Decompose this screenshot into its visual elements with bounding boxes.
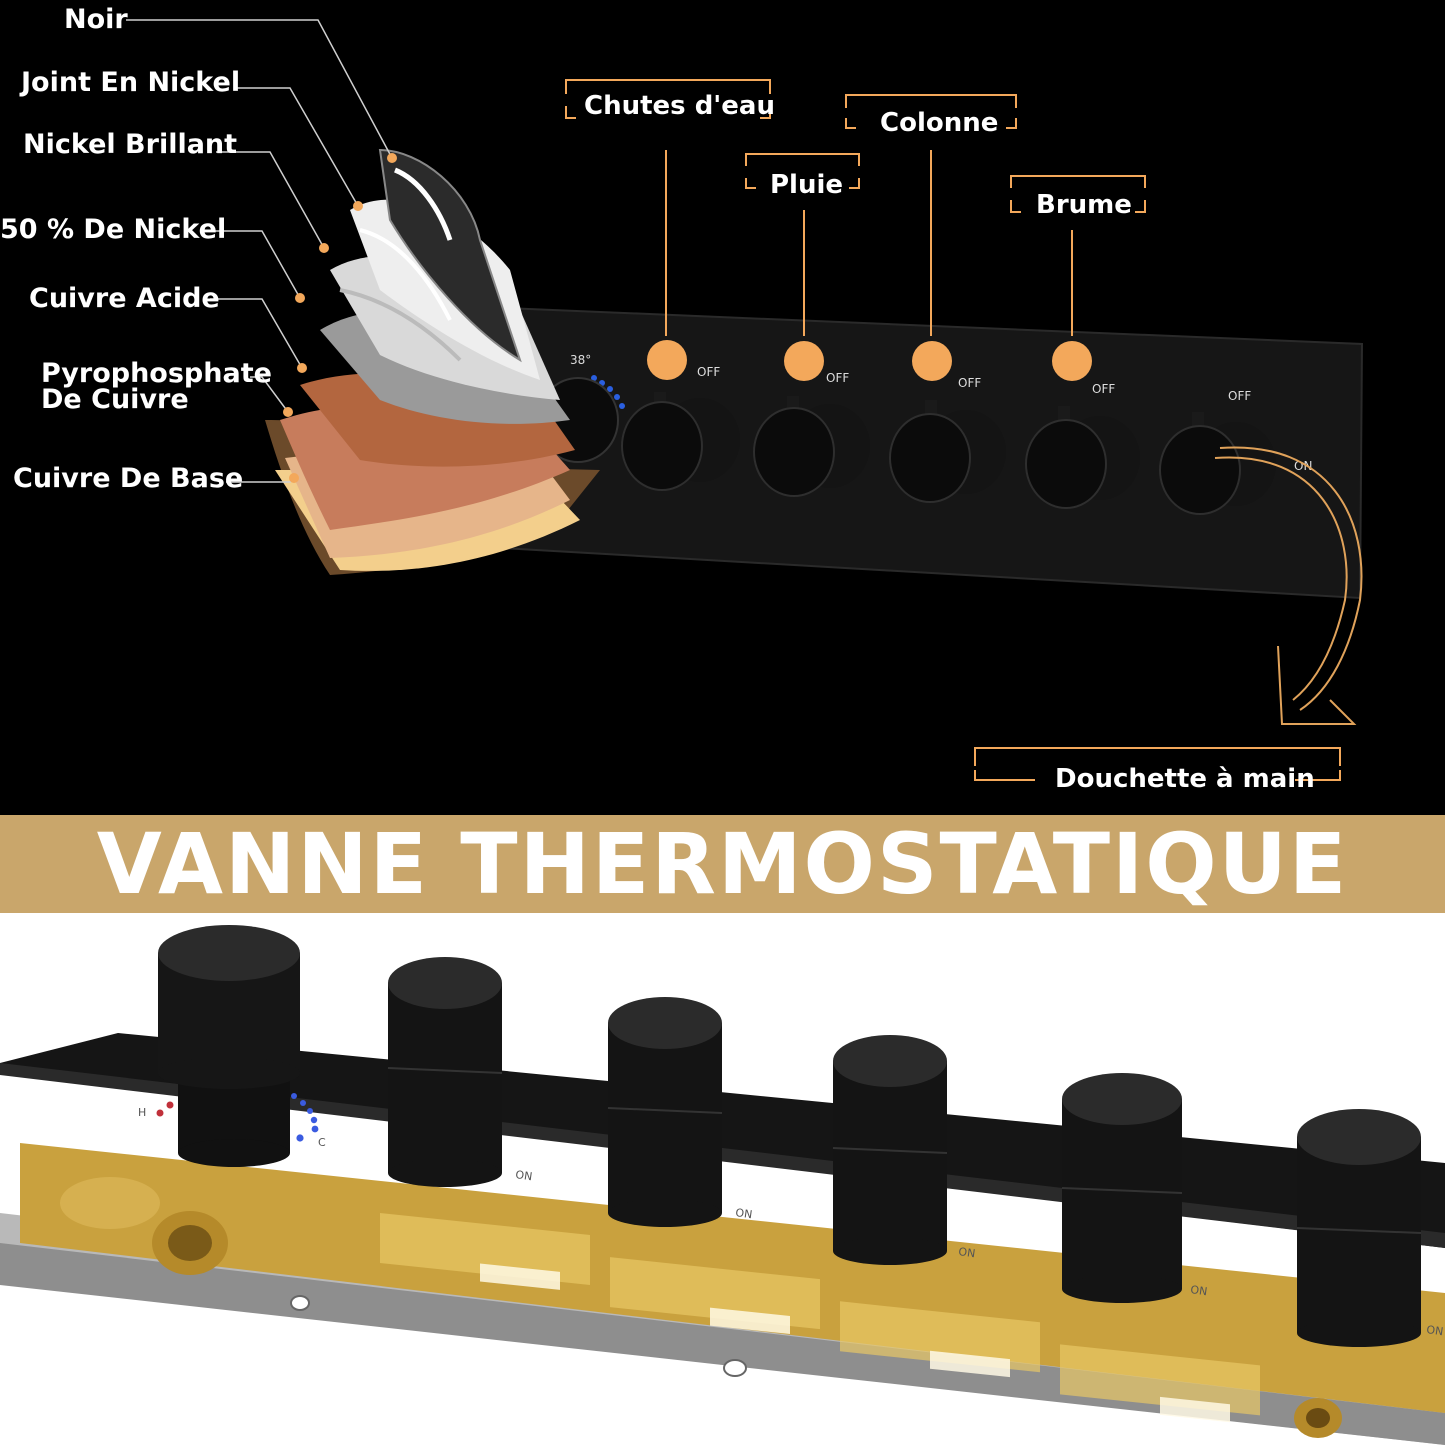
- douchette-label: Douchette à main: [1055, 764, 1315, 794]
- valve-knob-5[interactable]: [1296, 1109, 1422, 1347]
- outlet-fitting: [1294, 1398, 1342, 1438]
- on-label-2: ON: [735, 1206, 754, 1221]
- cold-mark: C: [318, 1136, 326, 1149]
- inlet-fitting: [60, 1177, 228, 1275]
- chutes-deau-label: Chutes d'eau: [584, 91, 775, 121]
- function-dots: [647, 340, 1092, 381]
- top-section: 38° OFF OFF OFF OFF OFF ON: [0, 4, 1364, 794]
- plating-layers: [265, 148, 600, 575]
- valve-product-illustration: H C: [0, 925, 1445, 1445]
- layer-nickel-brillant-label: Nickel Brillant: [23, 129, 238, 160]
- bottom-section: H C: [0, 913, 1445, 1445]
- brume-label: Brume: [1036, 190, 1132, 220]
- temperature-label: 38°: [570, 353, 591, 367]
- on-label-3: ON: [958, 1245, 977, 1260]
- layer-pyrophosphate-label-2: De Cuivre: [41, 384, 189, 415]
- on-label-4: ON: [1190, 1283, 1209, 1298]
- hot-mark: H: [138, 1106, 146, 1119]
- panel-knob-colonne[interactable]: [889, 400, 1006, 503]
- off-label-1: OFF: [697, 365, 720, 379]
- on-label-panel: ON: [1294, 459, 1312, 473]
- panel-knob-pluie[interactable]: [753, 396, 870, 497]
- banner-title: VANNE THERMOSTATIQUE: [96, 815, 1349, 913]
- off-label-2: OFF: [826, 371, 849, 385]
- layer-leaders: [126, 19, 393, 483]
- panel-knob-brume[interactable]: [1025, 406, 1140, 509]
- off-label-4: OFF: [1092, 382, 1115, 396]
- panel-knob-chutes[interactable]: [621, 392, 740, 491]
- layer-cuivre-acide-label: Cuivre Acide: [29, 283, 220, 314]
- title-banner: VANNE THERMOSTATIQUE: [0, 815, 1445, 913]
- off-label-5: OFF: [1228, 389, 1251, 403]
- thermostat-knob[interactable]: [158, 925, 300, 1167]
- valve-knob-2[interactable]: [607, 997, 723, 1227]
- curved-arrow: [1214, 446, 1363, 725]
- on-label-5: ON: [1426, 1323, 1445, 1338]
- valve-knob-4[interactable]: [1061, 1073, 1183, 1303]
- layer-pyrophosphate-label-1: Pyrophosphate: [41, 358, 272, 389]
- layer-cuivre-base-label: Cuivre De Base: [13, 463, 244, 494]
- layer-noir-label: Noir: [64, 4, 128, 35]
- function-callouts: [565, 79, 1341, 781]
- valve-knob-3[interactable]: [832, 1035, 948, 1265]
- layer-joint-nickel-label: Joint En Nickel: [21, 67, 241, 98]
- off-label-3: OFF: [958, 376, 981, 390]
- on-label-1: ON: [515, 1168, 534, 1183]
- valve-knob-1[interactable]: [387, 957, 503, 1187]
- layer-leader-dots: [283, 153, 397, 483]
- layer-50-nickel-label: 50 % De Nickel: [0, 214, 227, 245]
- top-illustration: 38° OFF OFF OFF OFF OFF ON: [126, 19, 1364, 781]
- colonne-label: Colonne: [880, 108, 999, 138]
- pluie-label: Pluie: [770, 170, 844, 200]
